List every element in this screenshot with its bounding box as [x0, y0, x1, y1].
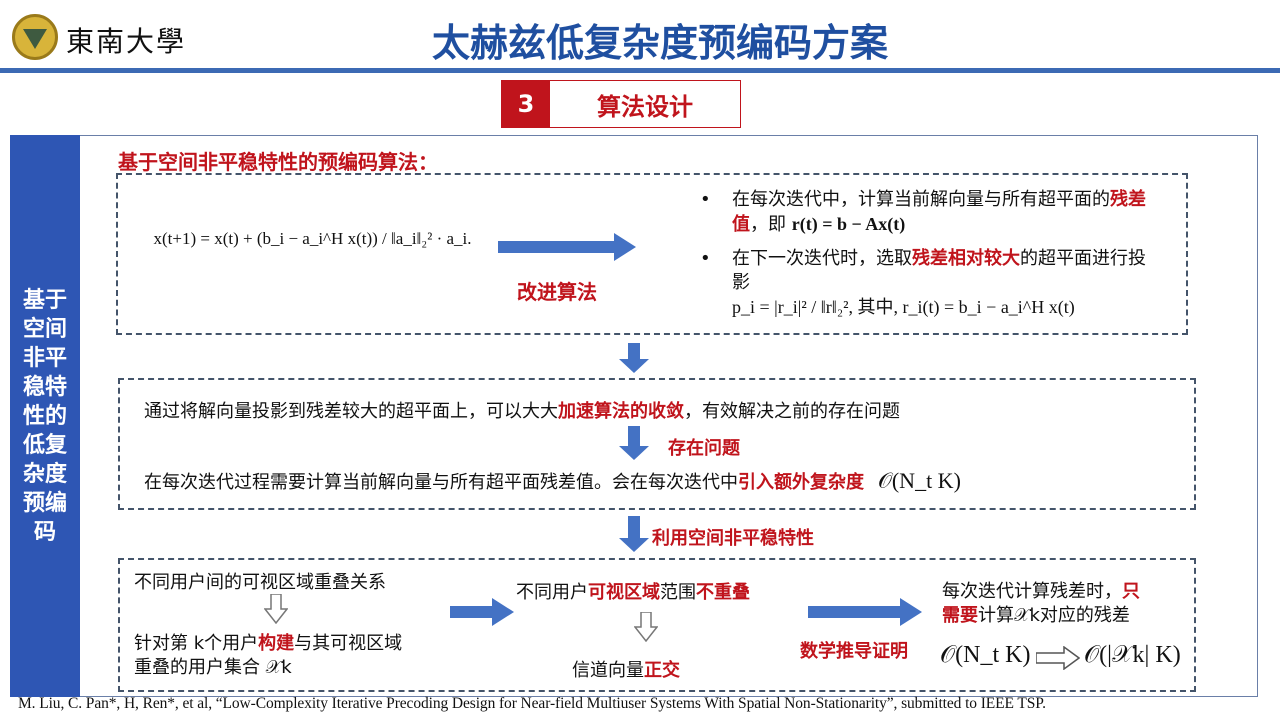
highlight: 正交	[644, 660, 680, 681]
highlight: 加速算法的收敛	[558, 401, 684, 422]
text: 计算𝒳k对应的残差	[978, 605, 1130, 626]
university-logo	[12, 14, 58, 60]
overlap-relation: 不同用户间的可视区域重叠关系	[134, 572, 386, 593]
problem-label: 存在问题	[668, 438, 740, 459]
text: 不同用户	[516, 582, 588, 603]
section-label: 算法设计	[597, 92, 693, 121]
highlight: 残差相对较大	[912, 248, 1020, 269]
text: 信道向量	[572, 660, 644, 681]
non-overlap-text: 不同用户可视区域范围不重叠	[516, 578, 750, 604]
improve-arrow	[498, 233, 636, 261]
residual-only-text: 每次迭代计算残差时，只需要计算𝒳k对应的残差	[942, 580, 1140, 628]
highlight: 可视区域	[588, 582, 660, 603]
bullet-list: •在每次迭代中，计算当前解向量与所有超平面的残差值，即 r(t) = b − A…	[700, 188, 1150, 320]
convergence-text: 通过将解向量投影到残差较大的超平面上，可以大大加速算法的收敛，有效解决之前的存在…	[144, 397, 900, 423]
highlight: 残差值	[732, 189, 1146, 235]
derivation-box	[118, 558, 1196, 692]
right-arrow	[808, 598, 922, 626]
kaczmarz-formula: x(t+1) = x(t) + (b_i − a_i^H x(t)) / ‖a_…	[153, 229, 472, 248]
section-heading: 基于空间非平稳特性的预编码算法：	[118, 150, 438, 174]
text: 的超平面进行投影	[732, 248, 1146, 293]
problem-box	[118, 378, 1196, 510]
page-title: 太赫兹低复杂度预编码方案	[431, 21, 888, 65]
highlight: 只	[1122, 581, 1140, 602]
text: 在下一次迭代时，选取	[732, 248, 912, 269]
highlight: 构建	[258, 633, 295, 654]
sidebar: 基于空间非平稳特性的低复杂度预编码	[10, 135, 80, 697]
hollow-right-arrow	[1035, 645, 1081, 671]
highlight: 不重叠	[696, 582, 750, 603]
highlight: 引入额外复杂度	[738, 472, 864, 493]
proof-label: 数学推导证明	[800, 641, 908, 662]
down-arrow	[619, 516, 649, 554]
text: 针对第 k个用户	[134, 633, 259, 654]
spatial-label: 利用空间非平稳特性	[652, 528, 814, 549]
highlight: 需要	[942, 605, 978, 626]
down-arrow	[619, 426, 649, 462]
bullet-item: •在每次迭代中，计算当前解向量与所有超平面的残差值，即 r(t) = b − A…	[700, 189, 1146, 235]
down-arrow	[619, 343, 649, 373]
section-number: 3	[502, 81, 550, 127]
sidebar-text: 基于空间非平稳特性的低复杂度预编码	[22, 287, 67, 545]
user-set-text: 针对第 k个用户构建与其可视区域重叠的用户集合 𝒳k	[134, 632, 402, 680]
algorithm-box	[116, 173, 1188, 335]
right-arrow	[450, 598, 514, 626]
text: 重叠的用户集合 𝒳k	[134, 657, 292, 678]
complexity-text: 在每次迭代过程需要计算当前解向量与所有超平面残差值。会在每次迭代中引入额外复杂度…	[144, 468, 961, 494]
text: 每次迭代计算残差时，	[942, 581, 1122, 602]
hollow-down-arrow	[633, 611, 659, 643]
orthogonal-text: 信道向量正交	[572, 656, 680, 682]
text: ，有效解决之前的存在问题	[684, 401, 900, 422]
hollow-down-arrow	[263, 593, 289, 625]
residual-formula: r(t) = b − Ax(t)	[791, 214, 906, 234]
university-name: 東南大學	[66, 25, 187, 58]
text: 与其可视区域	[294, 633, 403, 654]
text: 范围	[660, 582, 696, 603]
header-divider	[0, 68, 1280, 73]
text: ，即	[750, 214, 792, 235]
improve-label: 改进算法	[517, 280, 597, 304]
citation: M. Liu, C. Pan*, H, Ren*, et al, “Low-Co…	[18, 695, 1046, 712]
complexity-before: 𝒪(N_t K)	[940, 642, 1031, 668]
section-badge: 3 算法设计	[501, 80, 741, 128]
complexity-formula: 𝒪(N_t K)	[878, 468, 961, 493]
probability-formula: p_i = |r_i|² / ‖r‖₂², 其中, r_i(t) = b_i −…	[732, 297, 1075, 317]
text: 通过将解向量投影到残差较大的超平面上，可以大大	[144, 401, 558, 422]
complexity-after: 𝒪(|𝒳k| K)	[1084, 642, 1181, 668]
text: 在每次迭代过程需要计算当前解向量与所有超平面残差值。会在每次迭代中	[144, 472, 738, 493]
text: 在每次迭代中，计算当前解向量与所有超平面的	[732, 189, 1110, 210]
